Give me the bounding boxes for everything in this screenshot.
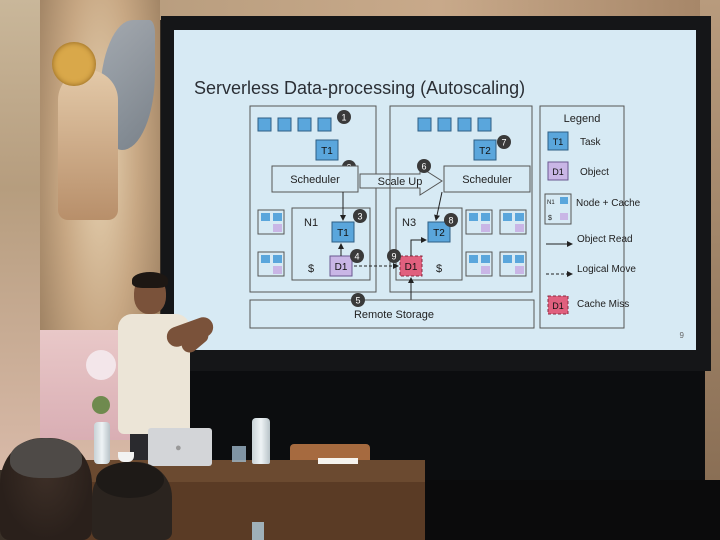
legend-object-label: Object [580, 167, 609, 178]
legend-node-label: Node + Cache [576, 198, 641, 209]
left-task-t1 [315, 139, 339, 161]
marker-7-label: 7 [501, 138, 506, 148]
legend-miss-key: D1 [552, 301, 564, 311]
left-scheduler-box [271, 165, 359, 193]
legend-object-key: D1 [552, 167, 564, 177]
audience-member-left-hair [10, 438, 82, 478]
legend-miss-label: Cache Miss [577, 299, 629, 310]
marker-6 [417, 159, 431, 173]
scale-up-label: Scale Up [378, 176, 423, 188]
marker-1 [337, 110, 351, 124]
marker-3-label: 3 [357, 212, 362, 222]
marker-4-label: 4 [354, 252, 359, 262]
marker-3 [353, 209, 367, 223]
right-node-group [389, 105, 533, 293]
water-bottle-left [94, 422, 110, 464]
legend-task-label: Task [580, 137, 602, 148]
bottle-foreground [252, 522, 264, 540]
arrow-right-scheduler-to-n3 [434, 191, 443, 221]
left-scheduler-label: Scheduler [290, 174, 340, 186]
marker-8-label: 8 [448, 216, 453, 226]
marker-8 [444, 213, 458, 227]
right-scheduler-box [443, 165, 531, 193]
node-n3-label: N3 [402, 217, 416, 229]
n1-cache-symbol: $ [308, 263, 314, 275]
right-scheduler-label: Scheduler [462, 174, 512, 186]
laptop: ● [148, 428, 212, 466]
slide-title: Serverless Data-processing (Autoscaling) [194, 78, 526, 98]
cup [118, 452, 134, 462]
right-node-stack [465, 209, 527, 277]
presentation-slide: 1 T1 2 Scheduler N1 T1 3 $ [174, 30, 696, 350]
marker-5 [351, 293, 365, 307]
n3-cache-symbol: $ [436, 263, 442, 275]
marker-5-label: 5 [355, 296, 360, 306]
n3-task-t2-label: T2 [433, 228, 445, 239]
legend-move-label: Logical Move [577, 264, 636, 275]
architecture-diagram: 1 T1 2 Scheduler N1 T1 3 $ [249, 105, 641, 329]
node-n1-label: N1 [304, 217, 318, 229]
remote-storage-label: Remote Storage [354, 309, 434, 321]
lily-flower [86, 350, 116, 380]
legend-node-key: N1 [547, 200, 555, 206]
halo [52, 42, 96, 86]
water-bottle [252, 418, 270, 464]
legend-read-label: Object Read [577, 234, 633, 245]
paper-sheet [318, 458, 358, 464]
right-task-queue [417, 117, 492, 132]
node-n1-box [291, 207, 371, 281]
node-n3-box [395, 207, 463, 281]
angel-figure [58, 70, 118, 220]
speaker-hair [132, 272, 168, 288]
legend-object-swatch [547, 161, 569, 181]
right-task-t2 [473, 139, 497, 161]
n3-task-t2 [427, 221, 451, 243]
n1-object-d1-label: D1 [335, 262, 348, 273]
n3-cache-miss-d1-label: D1 [405, 262, 418, 273]
left-node-stack [257, 209, 285, 277]
legend-title: Legend [564, 113, 601, 125]
remote-storage-box [249, 299, 535, 329]
right-task-t2-label: T2 [479, 146, 491, 157]
marker-4 [350, 249, 364, 263]
arrow-d1-to-t2 [410, 237, 427, 256]
legend-task-key: T1 [553, 137, 564, 147]
marker-9-label: 9 [391, 252, 396, 262]
marker-6-label: 6 [421, 162, 426, 172]
n1-task-t1-label: T1 [337, 228, 349, 239]
scale-up-arrow [359, 166, 443, 196]
dark-floor-area [425, 480, 720, 540]
slide-page-number: 9 [679, 331, 684, 340]
legend-cache-key: $ [548, 215, 552, 222]
legend-node-swatch [544, 193, 572, 225]
left-node-group [249, 105, 377, 293]
marker-7 [497, 135, 511, 149]
audience-member-center-hair [96, 462, 164, 498]
n1-task-t1 [331, 221, 355, 243]
left-task-queue [257, 117, 332, 132]
left-task-t1-label: T1 [321, 146, 333, 157]
apple-logo-icon: ● [175, 442, 182, 454]
marker-9 [387, 249, 401, 263]
marker-1-label: 1 [341, 113, 346, 123]
wall-top [160, 0, 720, 20]
legend-task-swatch [547, 131, 569, 151]
glass [232, 446, 246, 462]
legend-miss-swatch [547, 295, 569, 315]
